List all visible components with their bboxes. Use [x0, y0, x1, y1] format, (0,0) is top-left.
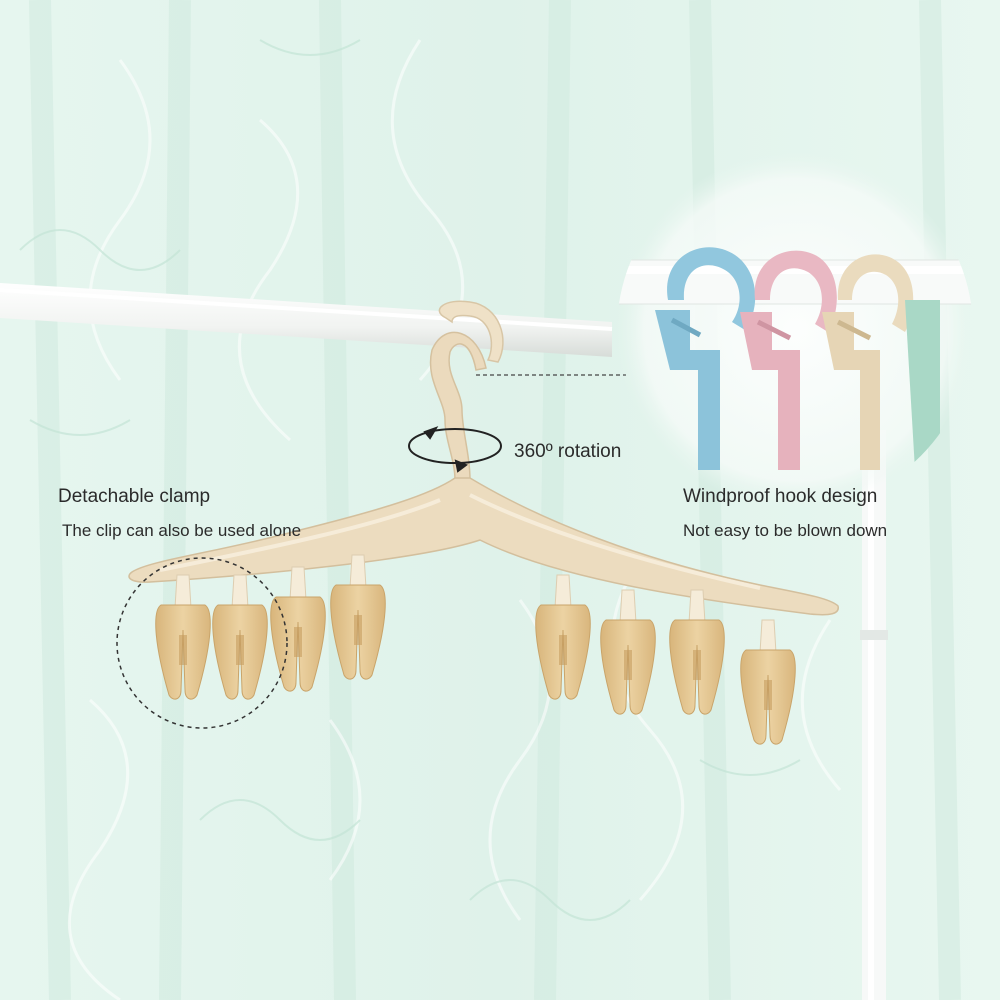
- clip: [535, 574, 591, 700]
- rotation-arrow-icon: [408, 426, 502, 473]
- clip: [212, 574, 268, 700]
- windproof-hook-title: Windproof hook design: [683, 486, 878, 507]
- clip: [270, 566, 326, 692]
- clip: [600, 589, 656, 715]
- detachable-clamp-subtitle: The clip can also be used alone: [62, 521, 302, 540]
- hook-detail-inset: [617, 152, 973, 508]
- rotation-caption: 360º rotation: [514, 441, 622, 462]
- hanger: [128, 300, 839, 616]
- clip: [740, 619, 796, 745]
- stand-pole: [860, 430, 888, 1000]
- clip: [155, 574, 211, 700]
- windproof-hook-subtitle: Not easy to be blown down: [683, 521, 888, 540]
- clip: [330, 554, 386, 680]
- detachable-clamp-title: Detachable clamp: [58, 486, 211, 507]
- clip: [669, 589, 725, 715]
- clamp-highlight-circle: [116, 557, 288, 729]
- clips: [155, 554, 796, 745]
